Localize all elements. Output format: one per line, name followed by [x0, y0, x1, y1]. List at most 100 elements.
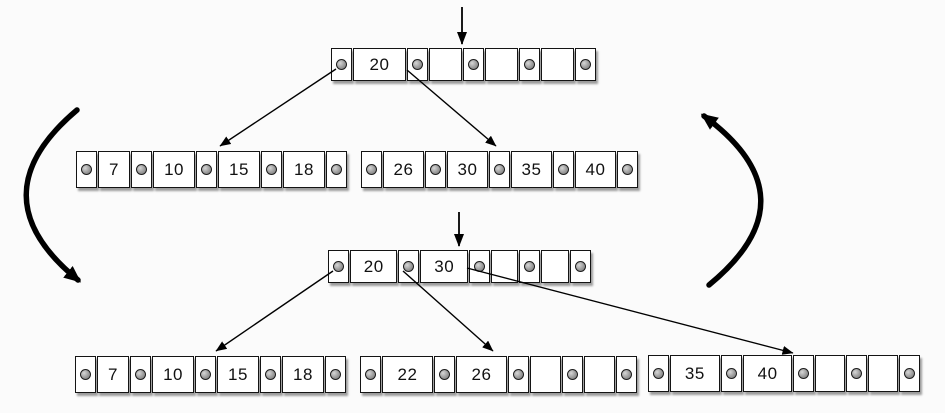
pointer-dot-icon — [524, 261, 536, 272]
key-cell: 18 — [282, 356, 324, 393]
child-pointer-edge-before-left — [219, 68, 337, 147]
pointer-cell — [130, 356, 152, 393]
key-cell: 26 — [455, 356, 507, 393]
key-cell: 35 — [511, 151, 552, 188]
key-cell: 10 — [152, 356, 195, 393]
pointer-cell — [433, 356, 455, 393]
pointer-dot-icon — [330, 164, 342, 175]
cycle-arrow-up-right — [700, 113, 764, 288]
key-value: 7 — [108, 364, 118, 384]
pointer-cell — [507, 356, 529, 393]
pointer-cell — [617, 151, 638, 188]
pointer-dot-icon — [904, 368, 916, 379]
pointer-dot-icon — [80, 369, 91, 380]
key-cell: 40 — [742, 355, 793, 392]
pointer-cell — [331, 48, 352, 81]
pointer-dot-icon — [566, 369, 578, 380]
key-cell: 15 — [217, 356, 259, 393]
pointer-dot-icon — [653, 368, 664, 379]
pointer-dot-icon — [575, 261, 587, 272]
pointer-cell — [616, 356, 638, 393]
key-value: 10 — [164, 159, 184, 179]
leaf-node-before-left: 7 10 15 18 — [76, 151, 347, 188]
pointer-cell — [361, 151, 382, 188]
key-cell: 18 — [283, 151, 325, 188]
key-cell: 7 — [97, 356, 130, 393]
pointer-dot-icon — [523, 59, 535, 70]
key-value: 18 — [293, 364, 313, 384]
pointer-dot-icon — [366, 164, 377, 175]
key-value: 22 — [397, 364, 418, 384]
pointer-dot-icon — [81, 164, 92, 175]
root-node-after: 20 30 — [328, 250, 592, 283]
pointer-dot-icon — [725, 368, 737, 379]
pointer-dot-icon — [558, 164, 569, 175]
pointer-dot-icon — [494, 164, 505, 175]
key-cell: 30 — [447, 151, 488, 188]
key-cell — [583, 356, 616, 393]
pointer-cell — [328, 250, 349, 283]
pointer-dot-icon — [438, 369, 450, 380]
child-pointer-edge-before-right — [406, 69, 497, 147]
pointer-dot-icon — [266, 164, 277, 175]
key-cell — [540, 48, 574, 81]
pointer-cell — [398, 250, 420, 283]
pointer-dot-icon — [798, 368, 810, 379]
pointer-dot-icon — [336, 59, 347, 70]
pointer-cell — [899, 355, 921, 392]
key-cell: 30 — [420, 250, 468, 283]
pointer-dot-icon — [621, 369, 633, 380]
leaf-node-after-right: 35 40 — [648, 355, 921, 392]
pointer-dot-icon — [512, 369, 524, 380]
key-value: 15 — [228, 364, 248, 384]
key-cell — [815, 355, 846, 392]
pointer-dot-icon — [329, 369, 341, 380]
root-node-before: 20 — [331, 48, 596, 81]
key-cell: 40 — [575, 151, 616, 188]
key-value: 20 — [363, 256, 384, 276]
key-value: 18 — [294, 159, 314, 179]
leaf-node-after-left: 7 10 15 18 — [75, 356, 346, 393]
pointer-cell — [519, 250, 541, 283]
pointer-dot-icon — [265, 369, 276, 380]
key-cell — [868, 355, 899, 392]
key-cell — [484, 48, 518, 81]
key-value: 30 — [457, 159, 478, 179]
pointer-dot-icon — [333, 261, 344, 272]
key-value: 35 — [684, 363, 705, 383]
pointer-cell — [518, 48, 540, 81]
pointer-cell — [720, 355, 742, 392]
key-cell — [541, 250, 570, 283]
pointer-dot-icon — [403, 261, 415, 272]
pointer-dot-icon — [201, 164, 213, 175]
pointer-dot-icon — [411, 59, 423, 70]
child-pointer-edge-after-middle — [402, 270, 494, 352]
pointer-cell — [648, 355, 669, 392]
pointer-cell — [195, 356, 217, 393]
key-value: 20 — [369, 54, 390, 74]
pointer-cell — [793, 355, 815, 392]
pointer-cell — [553, 151, 574, 188]
pointer-dot-icon — [430, 164, 441, 175]
key-value: 10 — [163, 364, 183, 384]
pointer-cell — [261, 151, 282, 188]
key-value: 40 — [757, 363, 778, 383]
key-value: 26 — [393, 159, 414, 179]
key-cell: 15 — [218, 151, 260, 188]
key-cell — [529, 356, 561, 393]
child-pointer-edge-after-left — [215, 270, 334, 352]
pointer-cell — [196, 151, 218, 188]
pointer-cell — [406, 48, 428, 81]
pointer-cell — [570, 250, 592, 283]
key-value: 26 — [471, 364, 492, 384]
pointer-cell — [574, 48, 596, 81]
pointer-dot-icon — [200, 369, 212, 380]
pointer-dot-icon — [579, 59, 591, 70]
key-cell: 7 — [98, 151, 131, 188]
key-cell: 26 — [383, 151, 424, 188]
pointer-cell — [324, 356, 346, 393]
pointer-cell — [561, 356, 583, 393]
key-value: 40 — [585, 159, 606, 179]
pointer-dot-icon — [365, 369, 376, 380]
